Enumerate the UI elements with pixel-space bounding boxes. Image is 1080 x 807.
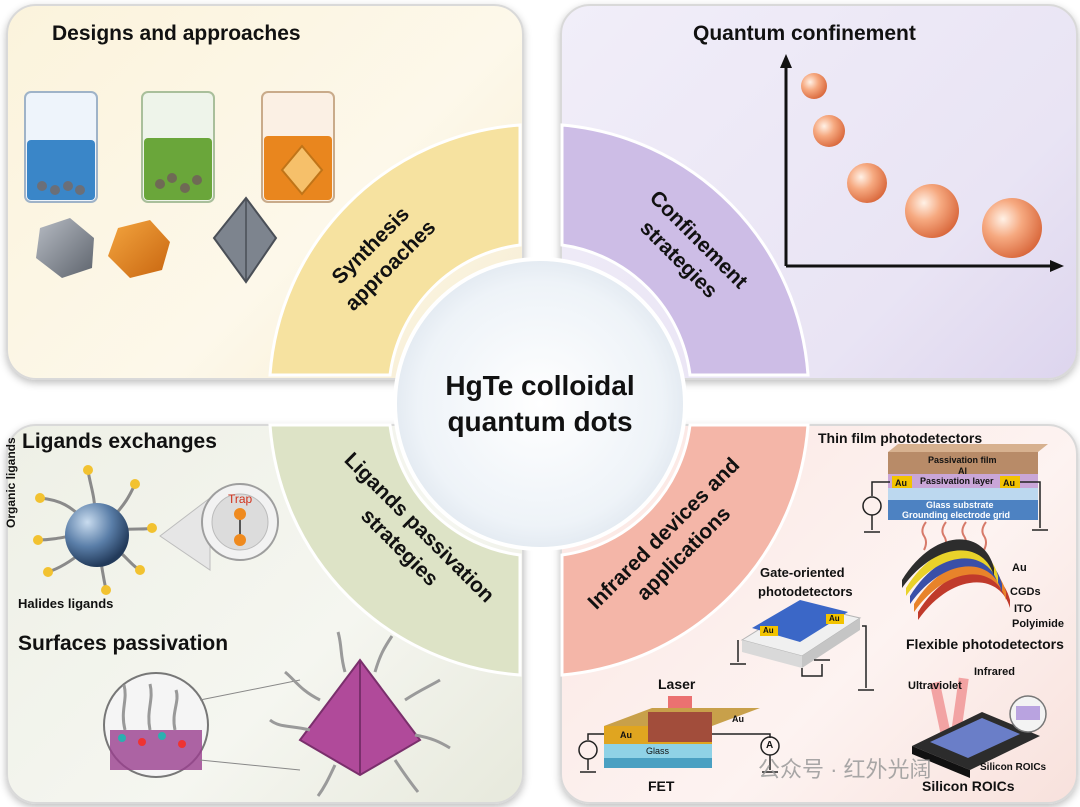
dot-2 — [813, 115, 845, 147]
label-glass-substrate: Glass substrate — [926, 500, 994, 510]
hexagon-gray — [36, 218, 94, 278]
title-designs: Designs and approaches — [52, 22, 301, 45]
zoom-cone — [159, 496, 211, 571]
ligand-tips — [33, 465, 157, 595]
dot-3 — [847, 163, 887, 203]
fet-circuit — [578, 733, 780, 773]
label-ammeter: A — [766, 740, 774, 751]
octahedron — [212, 196, 278, 284]
label-grounding: Grounding electrode grid — [902, 510, 1011, 520]
label-flexible-title: Flexible photodetectors — [906, 636, 1064, 652]
label-fet-glass: Glass — [646, 746, 670, 756]
arc-confinement — [560, 123, 810, 377]
dot-4 — [905, 184, 959, 238]
label-flex-au: Au — [1012, 562, 1027, 574]
title-ligands: Ligands exchanges — [22, 430, 217, 453]
qd-core — [65, 503, 129, 567]
watermark: 公众号 · 红外光阔 — [758, 757, 932, 782]
label-polyimide: Polyimide — [1012, 618, 1064, 630]
arc-synthesis — [268, 123, 522, 377]
center-circle — [393, 257, 687, 551]
beaker-orange — [261, 91, 335, 203]
title-surfaces: Surfaces passivation — [18, 632, 229, 655]
roic-chip — [912, 677, 1047, 778]
center-title-line1: HgTe colloidal — [445, 370, 635, 401]
label-trap: Trap — [228, 492, 253, 506]
pyramid-ligands — [269, 631, 451, 797]
arc-devices — [560, 423, 810, 677]
fet-device — [604, 696, 760, 768]
surface-atoms — [110, 683, 202, 770]
label-gate-line2: photodetectors — [758, 584, 853, 599]
thin-film-stack — [888, 444, 1048, 520]
confinement-axes — [780, 54, 1064, 272]
label-cgds: CGDs — [1010, 586, 1041, 598]
label-laser: Laser — [658, 676, 696, 692]
label-roic-chip: Silicon ROICs — [980, 762, 1047, 773]
beaker-green — [141, 91, 215, 203]
label-ultraviolet: Ultraviolet — [908, 680, 962, 692]
label-gate-au-left: Au — [763, 626, 774, 635]
label-fet-au-left: Au — [620, 730, 632, 740]
label-passivation-film: Passivation film — [928, 455, 997, 465]
dot-1 — [801, 73, 827, 99]
center-title-line2: quantum dots — [447, 406, 633, 437]
label-ito: ITO — [1014, 603, 1033, 615]
title-thin-film: Thin film photodetectors — [818, 430, 983, 446]
beaker-blue — [24, 91, 98, 203]
label-al: Al — [958, 466, 967, 476]
label-fet-title: FET — [648, 778, 675, 794]
label-gate-line1: Gate-oriented — [760, 565, 845, 580]
label-roic-title: Silicon ROICs — [922, 778, 1015, 794]
label-halides-ligands: Halides ligands — [18, 596, 114, 611]
label-gate-au-right: Au — [829, 614, 840, 623]
label-tf-au-right: Au — [1003, 478, 1015, 488]
thin-film-circuit — [862, 481, 1048, 533]
flexible-stack — [902, 539, 1010, 620]
label-organic-ligands: Organic ligands — [4, 437, 18, 528]
center-title: HgTe colloidal quantum dots — [396, 298, 684, 510]
label-fet-au-right: Au — [732, 714, 744, 724]
arc-ligands — [268, 423, 522, 677]
label-tf-au-left: Au — [895, 478, 907, 488]
gate-device — [740, 600, 862, 668]
label-infrared: Infrared — [974, 666, 1015, 678]
hexagon-orange — [108, 220, 170, 278]
dot-5 — [982, 198, 1042, 258]
gate-circuit — [730, 625, 874, 691]
label-passivation-layer: Passivation layer — [920, 476, 994, 486]
title-confinement: Quantum confinement — [693, 22, 916, 45]
